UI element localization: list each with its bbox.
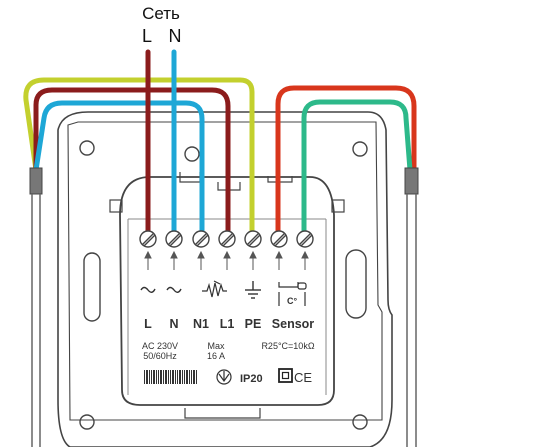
ce-mark: CE xyxy=(294,370,312,385)
spec-voltage: AC 230V xyxy=(142,341,178,351)
wires xyxy=(23,49,417,238)
terminal-housing xyxy=(109,176,345,406)
network-n-label: N xyxy=(169,26,182,46)
spec-max-label: Max xyxy=(207,341,225,351)
terminal-labels: L N N1 L1 PE Sensor xyxy=(144,317,314,331)
network-title: Сеть xyxy=(142,4,180,23)
double-insulation-icon xyxy=(278,368,293,383)
ground-icon xyxy=(245,281,261,299)
screw-hole-bottom-left xyxy=(79,414,95,430)
sensor-unit-label: C° xyxy=(287,296,297,306)
barcode-icon xyxy=(144,370,197,384)
spec-sensor-resistance: R25°C=10kΩ xyxy=(261,341,314,351)
terminal-label-n1: N1 xyxy=(193,317,209,331)
tilde-icon xyxy=(166,286,182,293)
terminal-screw-s1 xyxy=(270,230,288,248)
terminal-screw-s2 xyxy=(296,230,314,248)
terminal-screw-l xyxy=(139,230,157,248)
wire-n1-blue xyxy=(33,100,205,238)
ip-rating: IP20 xyxy=(240,373,263,385)
spec-max-current: 16 A xyxy=(207,351,225,361)
wire-sensor-red xyxy=(275,85,417,238)
terminal-label-pe: PE xyxy=(245,317,262,331)
sensor-icon xyxy=(278,282,307,306)
network-l-label: L xyxy=(142,26,152,46)
recycle-icon xyxy=(216,369,232,385)
terminal-arrows xyxy=(144,250,309,270)
spec-frequency: 50/60Hz xyxy=(143,351,177,361)
left-cable xyxy=(29,167,43,447)
terminal-label-sensor: Sensor xyxy=(272,317,315,331)
terminal-screw-n1 xyxy=(192,230,210,248)
side-slots xyxy=(83,249,367,322)
terminal-screw-l1 xyxy=(218,230,236,248)
heating-element-icon xyxy=(202,280,227,298)
terminal-label-l: L xyxy=(144,317,152,331)
terminal-screw-n xyxy=(165,230,183,248)
wire-sensor-green xyxy=(301,99,413,238)
screw-holes xyxy=(79,140,368,430)
screw-hole-top-left xyxy=(79,140,95,156)
top-tabs xyxy=(179,172,293,191)
terminal-label-n: N xyxy=(169,317,178,331)
tilde-icon xyxy=(140,286,156,293)
terminal-screws xyxy=(139,230,314,248)
right-cable xyxy=(404,167,419,447)
screw-hole-bottom-right xyxy=(352,414,368,430)
terminal-label-l1: L1 xyxy=(220,317,235,331)
wire-l1-brown xyxy=(33,87,231,238)
slot-right xyxy=(345,249,367,319)
bottom-tab xyxy=(184,408,261,419)
slot-left xyxy=(83,252,101,322)
terminal-screw-pe xyxy=(244,230,262,248)
wire-pe-yellow xyxy=(23,77,255,238)
screw-hole-top-mid xyxy=(184,146,200,162)
screw-hole-top-right xyxy=(352,141,368,157)
mounting-frame xyxy=(57,111,393,447)
